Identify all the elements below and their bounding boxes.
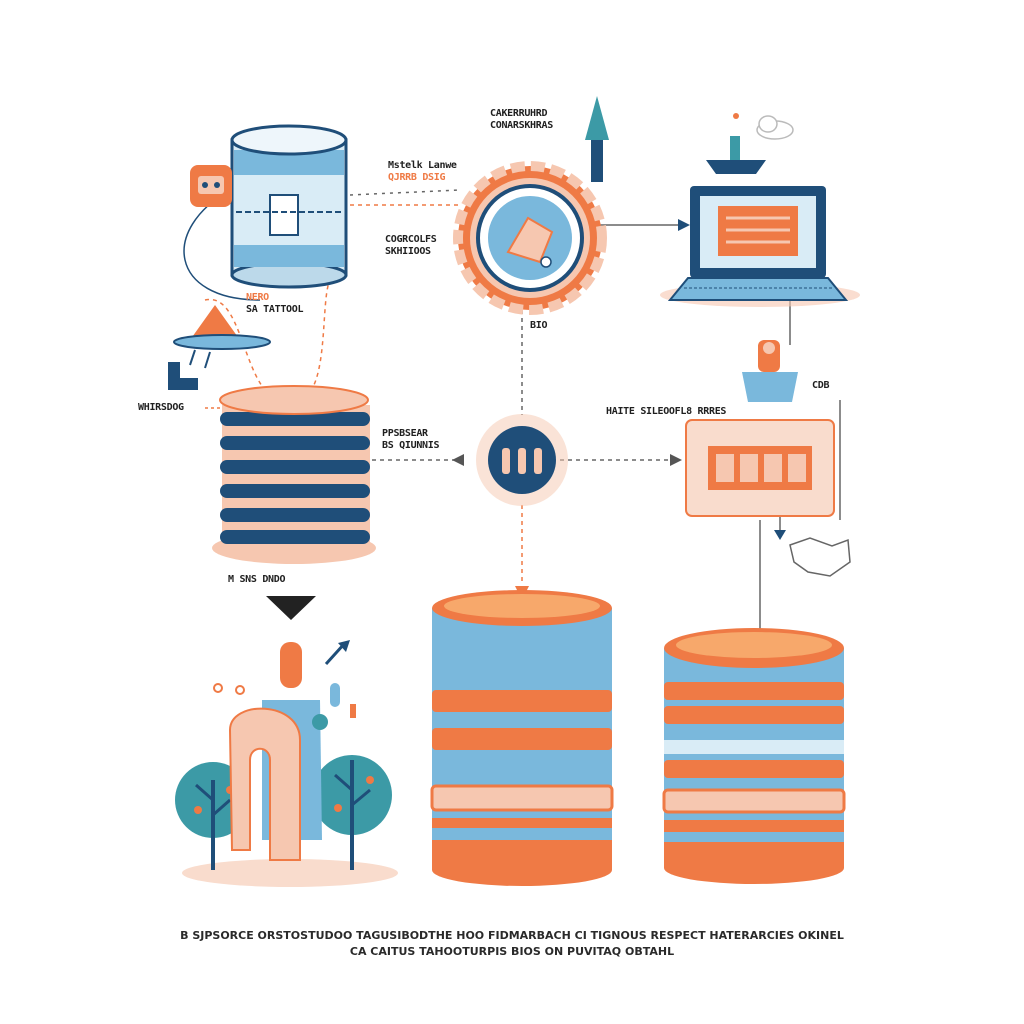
boat-icon bbox=[706, 113, 766, 174]
label-below-stack: M SNS DNDO bbox=[228, 574, 286, 585]
pencil-icon bbox=[585, 96, 609, 182]
label-server-right-line2: QJRRB DSIG bbox=[388, 172, 446, 183]
caption: B SJPSORCE ORSTOSTUDOO TAGUSIBODTHE HOO … bbox=[0, 928, 1024, 960]
label-gear-below: BIO bbox=[530, 320, 548, 331]
label-gear-left: COGRCOLFS SKHIIOOS bbox=[385, 234, 437, 258]
data-stack-left bbox=[212, 385, 376, 564]
label-top-center-line2: CONARSKHRAS bbox=[490, 120, 553, 131]
arrow-down-small bbox=[774, 530, 786, 540]
cloud-icon bbox=[756, 115, 794, 140]
label-server-right-line1: Mstelk Lanwe bbox=[388, 160, 457, 171]
chip-icon bbox=[476, 414, 568, 506]
caption-line2: CA CAITUS TAHOOTURPIS BIOS ON PUVITAQ OB… bbox=[349, 945, 675, 958]
bucket-icon bbox=[742, 340, 798, 402]
label-stack-right-line1: PPSBSEAR bbox=[382, 428, 428, 439]
label-stack-right-line2: BS QIUNNIS bbox=[382, 440, 440, 451]
gear-icon bbox=[453, 161, 607, 315]
connector-pin-curve bbox=[204, 279, 331, 403]
label-pin-line1: NERO bbox=[246, 292, 269, 303]
display-panel bbox=[685, 419, 835, 517]
arrow-down-icon bbox=[266, 596, 316, 620]
label-server-right: Mstelk Lanwe QJRRB DSIG bbox=[388, 160, 457, 184]
tree-scene bbox=[175, 640, 398, 887]
label-pin: NERO SA TATTOOL bbox=[246, 292, 304, 316]
label-top-center: CAKERRUHRD CONARSKHRAS bbox=[490, 108, 553, 132]
arrow-to-stack bbox=[452, 454, 464, 466]
label-bucket-side: CDB bbox=[812, 380, 830, 391]
device-icon bbox=[190, 165, 232, 207]
laptop-icon bbox=[660, 186, 860, 307]
label-stack-right: PPSBSEAR BS QIUNNIS bbox=[382, 428, 440, 452]
paper-icon bbox=[789, 537, 851, 577]
warning-icon bbox=[173, 305, 271, 369]
caption-line1: B SJPSORCE ORSTOSTUDOO TAGUSIBODTHE HOO … bbox=[180, 929, 844, 942]
label-gear-left-line2: SKHIIOOS bbox=[385, 246, 431, 257]
label-pin-line2: SA TATTOOL bbox=[246, 304, 304, 315]
label-top-center-line1: CAKERRUHRD bbox=[490, 108, 548, 119]
database-center bbox=[430, 590, 614, 886]
label-gear-left-line1: COGRCOLFS bbox=[385, 234, 437, 245]
arrow-to-panel bbox=[670, 454, 682, 466]
label-right-panel-top: HAITE SILEOOFL8 RRRES bbox=[606, 406, 727, 417]
label-left-small: WHIRSDOG bbox=[138, 402, 184, 413]
server-cylinder bbox=[230, 124, 348, 289]
database-right bbox=[662, 628, 846, 884]
connector-server-to-gear-2 bbox=[349, 189, 461, 196]
boot-icon bbox=[168, 362, 198, 390]
arrow-to-laptop bbox=[678, 219, 690, 231]
